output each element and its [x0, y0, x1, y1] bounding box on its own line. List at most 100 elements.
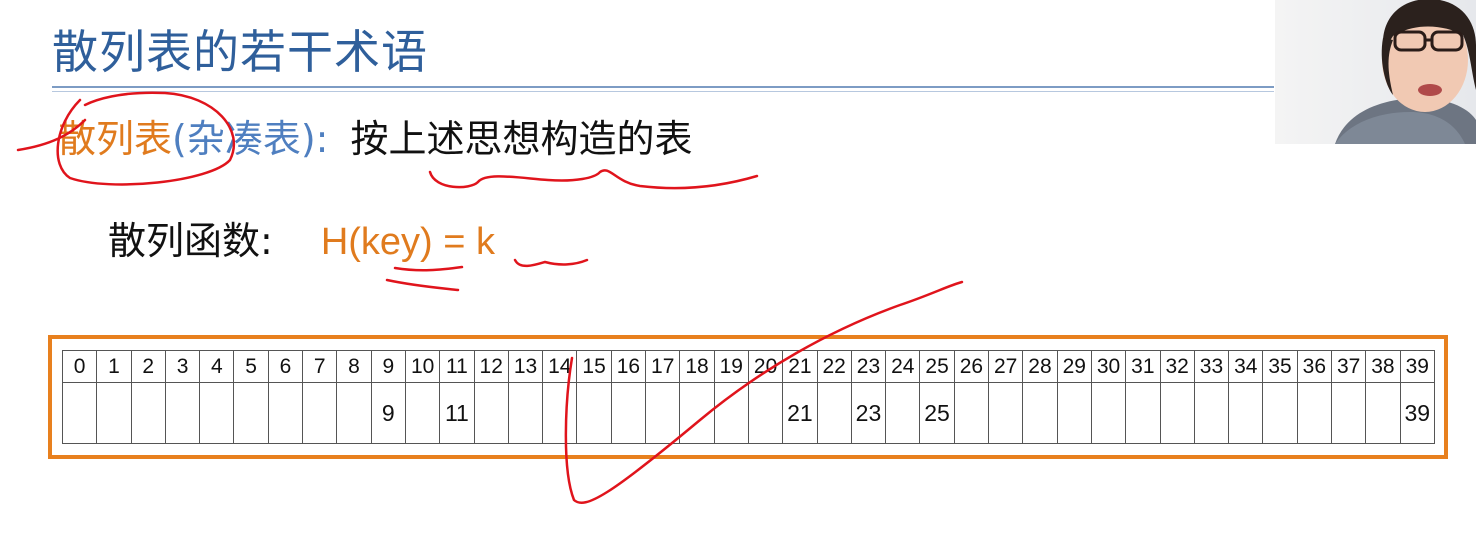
annotation-underline-k — [513, 258, 589, 268]
hash-table-value-cell — [1056, 382, 1092, 444]
hash-table-index-cell: 14 — [542, 350, 578, 383]
hash-table-value-cell — [267, 382, 304, 444]
hash-table-value-cell — [1022, 382, 1058, 444]
hash-table-index-cell: 26 — [953, 350, 990, 383]
definition-line: 散列表(杂凑表): 按上述思想构造的表 — [58, 108, 693, 163]
hash-table-index-cell: 2 — [130, 350, 166, 383]
hash-table-index-cell: 10 — [404, 350, 441, 383]
hash-table-index-cell: 11 — [439, 350, 475, 383]
hash-table-index-cell: 37 — [1330, 350, 1367, 383]
hash-table-index-cell: 22 — [816, 350, 852, 383]
hash-table-index-cell: 27 — [988, 350, 1024, 383]
hash-table-index-cell: 30 — [1090, 350, 1127, 383]
hash-table-index-cell: 8 — [336, 350, 372, 383]
hash-table-index-cell: 20 — [747, 350, 784, 383]
hash-table-value-cell — [336, 382, 372, 444]
hash-table-value-cell — [404, 382, 441, 444]
hash-table-value-cell — [816, 382, 852, 444]
hash-table-index-cell: 24 — [885, 350, 921, 383]
hash-table-value-cell: 11 — [439, 382, 475, 444]
hash-table-value-cell — [1125, 382, 1161, 444]
hash-table-value-cell — [1365, 382, 1401, 444]
definition-alias: (杂凑表) — [172, 117, 316, 161]
hash-table-index-cell: 18 — [679, 350, 715, 383]
hash-table-index-cell: 1 — [96, 350, 132, 383]
hash-table-value-cell — [645, 382, 681, 444]
hash-table-index-cell: 35 — [1262, 350, 1298, 383]
hash-table-index-cell: 23 — [850, 350, 887, 383]
annotation-underline-description — [428, 169, 759, 190]
hash-table-index-cell: 25 — [919, 350, 955, 383]
hash-table-index-cell: 5 — [233, 350, 269, 383]
hash-table-value-cell — [233, 382, 269, 444]
hash-table-value-cell — [576, 382, 612, 444]
hash-table-index-cell: 32 — [1159, 350, 1195, 383]
hash-table-index-cell: 21 — [782, 350, 818, 383]
hash-table-index-cell: 17 — [645, 350, 681, 383]
hash-table-value-cell — [679, 382, 715, 444]
hash-table-value-cell — [747, 382, 784, 444]
hash-table-index-cell: 15 — [576, 350, 612, 383]
hash-function-line: 散列函数: H(key) = k — [108, 210, 495, 265]
hash-table-index-cell: 3 — [164, 350, 201, 383]
title-divider-thin — [52, 91, 1274, 92]
hash-table-index-cell: 7 — [302, 350, 338, 383]
hash-table-value-cell — [1296, 382, 1332, 444]
hash-table-value-cell — [610, 382, 647, 444]
hash-table-value-cell: 9 — [370, 382, 406, 444]
hash-table-index-cell: 19 — [713, 350, 749, 383]
hash-table-value-cell: 25 — [919, 382, 955, 444]
hash-table-value-cell — [61, 382, 98, 444]
annotation-underline-key-1 — [393, 265, 464, 272]
hash-table-value-cell — [542, 382, 578, 444]
hash-table-index-cell: 31 — [1125, 350, 1161, 383]
hash-table-index-cell: 33 — [1193, 350, 1230, 383]
hash-table-index-cell: 0 — [61, 350, 98, 383]
hash-table-value-cell: 23 — [850, 382, 887, 444]
presenter-avatar-icon — [1275, 0, 1476, 144]
hash-table-value-cell — [164, 382, 201, 444]
hash-table-index-cell: 29 — [1056, 350, 1092, 383]
hash-table-index-cell: 28 — [1022, 350, 1058, 383]
definition-term: 散列表 — [58, 117, 173, 161]
hash-function-label: 散列函数: — [108, 219, 273, 263]
hash-table-index-cell: 39 — [1399, 350, 1436, 383]
hash-table-index-cell: 6 — [267, 350, 304, 383]
hash-table-value-cell — [885, 382, 921, 444]
title-divider — [52, 86, 1274, 88]
hash-table-value-cell — [96, 382, 132, 444]
presenter-webcam — [1275, 0, 1476, 144]
hash-table-value-cell — [473, 382, 509, 444]
hash-table-value-cell — [1159, 382, 1195, 444]
hash-table-value-cell: 39 — [1399, 382, 1436, 444]
hash-table-value-cell — [1193, 382, 1230, 444]
hash-table-index-cell: 4 — [199, 350, 235, 383]
hash-table-value-cell — [1228, 382, 1264, 444]
hash-table-index-cell: 34 — [1228, 350, 1264, 383]
hash-table-value-cell — [713, 382, 749, 444]
hash-table-index-cell: 9 — [370, 350, 406, 383]
hash-table-value-cell — [1090, 382, 1127, 444]
hash-table-value-cell — [1330, 382, 1367, 444]
hash-table-index-cell: 12 — [473, 350, 509, 383]
hash-table-index-cell: 13 — [507, 350, 544, 383]
annotation-underline-key-2 — [385, 278, 460, 292]
hash-table-index-cell: 16 — [610, 350, 647, 383]
hash-table-value-cell — [953, 382, 990, 444]
hash-table-value-cell — [1262, 382, 1298, 444]
definition-colon: : — [315, 117, 329, 161]
hash-function-expression: H(key) = k — [320, 221, 496, 263]
hash-table-value-cell — [302, 382, 338, 444]
hash-table-value-cell — [130, 382, 166, 444]
hash-table-index-cell: 38 — [1365, 350, 1401, 383]
hash-table-value-cell — [199, 382, 235, 444]
hash-table-value-cell — [507, 382, 544, 444]
hash-table-value-cell: 21 — [782, 382, 818, 444]
hash-table-index-cell: 36 — [1296, 350, 1332, 383]
slide-title: 散列表的若干术语 — [52, 25, 428, 79]
hash-table-value-row: 9 11 21 23 25 39 — [61, 382, 1436, 444]
definition-description: 按上述思想构造的表 — [350, 117, 693, 161]
